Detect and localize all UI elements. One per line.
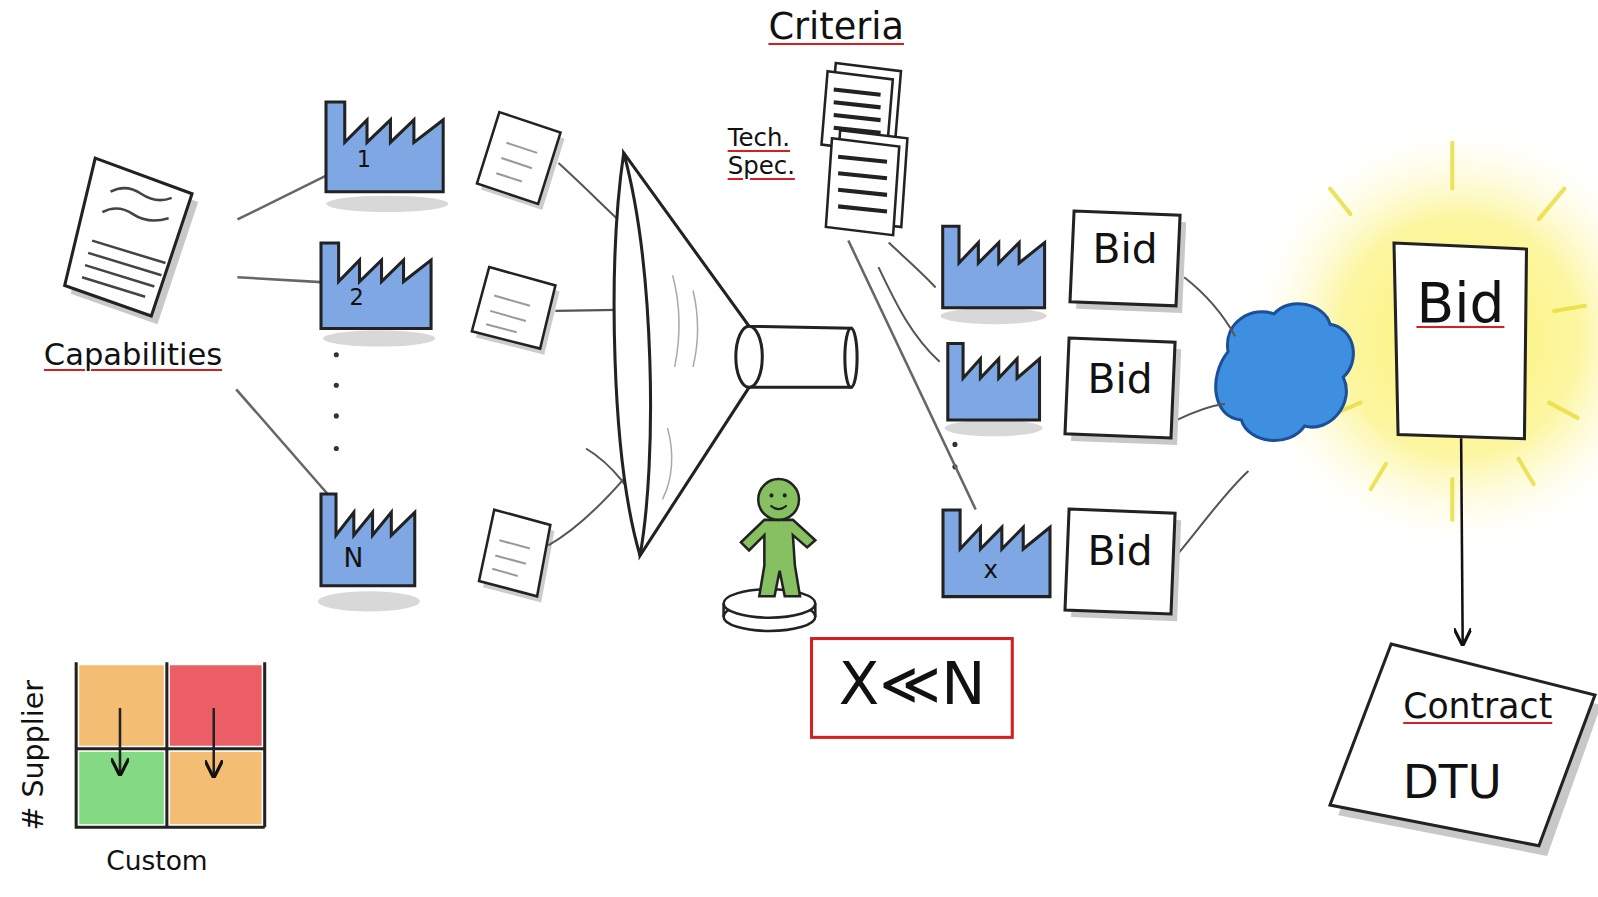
matrix-node: # SupplierCustom: [14, 652, 274, 888]
selection-cloud: [1216, 304, 1354, 441]
document-line: [82, 241, 166, 297]
doc-node: Capabilities: [29, 153, 238, 389]
document-lines: [486, 143, 537, 576]
box-node: X≪N: [810, 637, 1014, 739]
node-text: N: [343, 543, 384, 573]
matrix-cell: [79, 665, 164, 746]
flow-line: [878, 243, 939, 362]
bigbid-node: Bid: [1394, 243, 1526, 439]
bid-shape: [1065, 509, 1175, 614]
person: [724, 479, 816, 631]
node-text: Contract: [1376, 687, 1580, 726]
document-line: [102, 208, 168, 220]
contract-shape: [1330, 644, 1595, 846]
factory-node: N: [321, 494, 415, 586]
document-line: [834, 90, 881, 133]
connector-line: [237, 176, 326, 220]
trend-arrow: [119, 708, 122, 774]
node-outline: [321, 494, 415, 586]
node-text: Custom: [86, 846, 229, 876]
node-text: Bid: [1065, 357, 1175, 403]
bid-shape: [1070, 211, 1180, 306]
document-shape: [825, 139, 898, 236]
factory-node: x: [943, 510, 1050, 597]
node-text: x: [983, 556, 1014, 583]
bid-node: Bid: [1065, 336, 1175, 438]
node-outline: [326, 102, 443, 192]
matrix-grid: [76, 662, 265, 827]
node-text: Bid: [1070, 227, 1180, 273]
bid-node: Bid: [1065, 507, 1175, 614]
node-outline: [1394, 243, 1526, 439]
node-text: # Supplier: [18, 664, 50, 845]
trend-arrow: [213, 708, 216, 776]
connector-arrow: [1461, 438, 1463, 644]
node-outline: [1330, 644, 1597, 848]
connector-line: [848, 240, 975, 509]
bid-shape: [1394, 243, 1526, 439]
bid-shape: [1065, 338, 1175, 438]
matrix-cell: [170, 665, 262, 746]
connector-line: [236, 389, 328, 494]
flow-line: [1174, 277, 1248, 558]
node-text: Capabilities: [29, 338, 238, 372]
factory-shape: [321, 494, 415, 586]
funnel-shading: [662, 275, 697, 499]
factory-shape: [326, 102, 443, 192]
contract-node: ContractDTU: [1330, 644, 1597, 848]
factory: [943, 226, 1045, 420]
factory-shape: [321, 243, 431, 329]
node-text: Tech. Spec.: [728, 124, 822, 179]
node-outline: [321, 243, 431, 329]
stack-node: Tech. Spec.: [726, 120, 915, 240]
matrix-cell: [170, 752, 262, 824]
node-text: 2: [350, 285, 381, 310]
node-text: Bid: [1065, 529, 1175, 575]
connector-line: [237, 277, 321, 282]
small-document: [472, 112, 565, 602]
matrix-cell: [79, 752, 164, 824]
factory-shape: [943, 510, 1050, 597]
node-text: X≪N: [810, 651, 1014, 717]
bid-node: Bid: [1070, 209, 1180, 306]
document-shape: [64, 158, 191, 316]
document-line: [838, 157, 887, 212]
factory-node: 2: [321, 243, 431, 329]
funnel: [614, 153, 857, 556]
node-text: Criteria: [742, 6, 931, 47]
factory-node: 1: [326, 102, 443, 192]
document-line: [110, 188, 171, 200]
node-text: Bid: [1394, 273, 1526, 335]
node-text: DTU: [1371, 756, 1534, 809]
node-text: 1: [357, 147, 388, 172]
